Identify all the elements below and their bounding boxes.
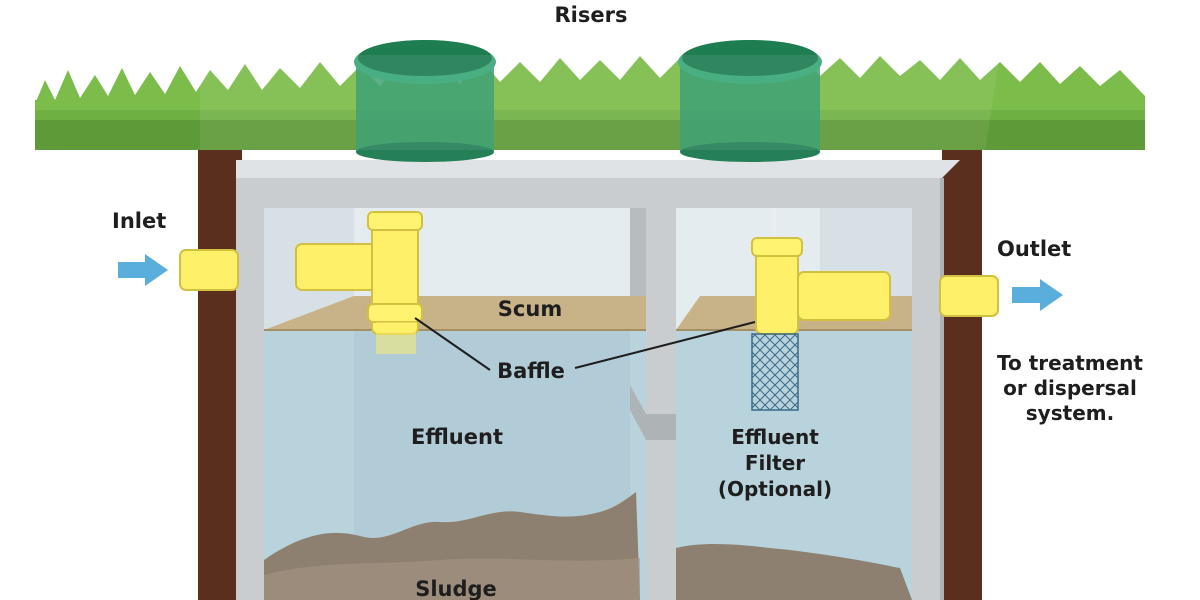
label-baffle: Baffle <box>497 359 565 383</box>
riser-right <box>678 40 822 162</box>
label-effluent-filter-line1: Effluent <box>731 425 819 449</box>
label-destination-line1: To treatment <box>997 351 1143 375</box>
label-effluent-filter-line2: Filter <box>745 451 805 475</box>
label-destination-line3: system. <box>1026 401 1114 425</box>
outlet-pipe <box>751 208 999 411</box>
label-effluent: Effluent <box>411 425 503 449</box>
label-outlet: Outlet <box>997 237 1071 261</box>
riser-left <box>354 40 496 162</box>
outlet-arrow <box>1012 279 1063 311</box>
scum-layer-left <box>264 296 646 330</box>
label-effluent-filter-line3: (Optional) <box>718 477 832 501</box>
baffle-leader-right <box>574 321 756 369</box>
grass-layer <box>35 56 1145 150</box>
sludge-layer-right <box>676 544 912 600</box>
center-wall <box>630 208 676 600</box>
label-inlet: Inlet <box>112 209 166 233</box>
label-scum: Scum <box>498 297 562 321</box>
label-risers: Risers <box>555 3 628 27</box>
soil-left <box>198 150 242 600</box>
label-destination-line2: or dispersal <box>1003 376 1137 400</box>
inlet-pipe <box>179 211 423 354</box>
soil-right <box>942 150 982 600</box>
inlet-arrow <box>118 254 168 286</box>
baffle-leader-left <box>414 317 491 371</box>
label-sludge: Sludge <box>415 577 497 600</box>
